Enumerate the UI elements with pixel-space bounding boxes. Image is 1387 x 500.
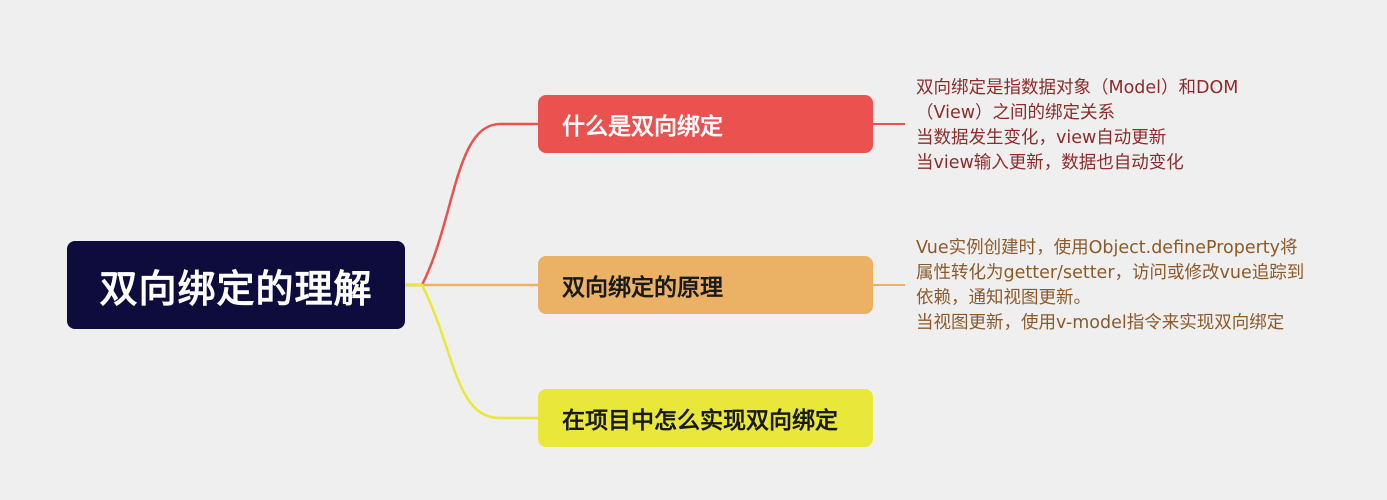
note-line: 当数据发生变化，view自动更新 <box>916 128 1167 148</box>
note-line: 双向绑定是指数据对象（Model）和DOM <box>916 78 1239 98</box>
note-line: 当view输入更新，数据也自动变化 <box>916 153 1184 173</box>
branch-two-way-binding-principle[interactable]: 双向绑定的原理 <box>538 256 873 314</box>
root-topic-label: 双向绑定的理解 <box>99 266 373 311</box>
note-line: 当视图更新，使用v-model指令来实现双向绑定 <box>916 313 1285 333</box>
note-two-way-binding-principle: Vue实例创建时，使用Object.defineProperty将 属性转化为g… <box>916 236 1304 336</box>
branch-what-is-two-way-binding[interactable]: 什么是双向绑定 <box>538 95 873 153</box>
note-line: 属性转化为getter/setter，访问或修改vue追踪到 <box>916 263 1305 283</box>
note-line: Vue实例创建时，使用Object.defineProperty将 <box>916 238 1298 258</box>
note-line: 依赖，通知视图更新。 <box>916 288 1091 308</box>
connector-root-to-branch-1 <box>405 122 538 287</box>
branch-label: 在项目中怎么实现双向绑定 <box>562 408 838 434</box>
branch-label: 双向绑定的原理 <box>562 275 723 301</box>
note-line: （View）之间的绑定关系 <box>916 103 1116 123</box>
note-what-is-two-way-binding: 双向绑定是指数据对象（Model）和DOM （View）之间的绑定关系 当数据发… <box>916 76 1238 176</box>
branch-label: 什么是双向绑定 <box>562 114 723 140</box>
connector-root-to-branch-3 <box>405 283 538 420</box>
branch-implementation-in-project[interactable]: 在项目中怎么实现双向绑定 <box>538 389 873 447</box>
root-topic[interactable]: 双向绑定的理解 <box>67 241 405 329</box>
